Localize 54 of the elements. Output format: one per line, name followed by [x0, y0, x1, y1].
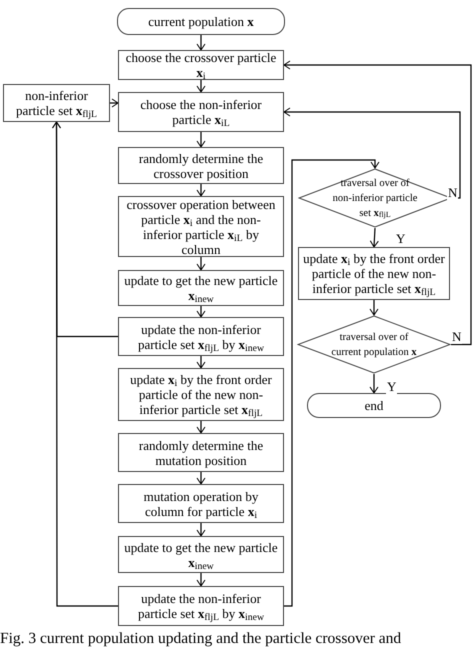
arrow [52, 122, 118, 607]
arrow [196, 257, 206, 270]
node-text: mutation operation by column for particle x$_{i}$ [142, 488, 260, 518]
terminal-box [307, 393, 441, 418]
process-box [118, 536, 284, 573]
arrow [196, 35, 206, 50]
node-text: update x$_{i}$ by the front order particle of the new non-inferior particle set x$_{fljL}$ [129, 372, 273, 417]
node-text: crossover operation between particle x$_{i}$ and the non-inferior particle x$_{iL}$ by column [126, 196, 276, 256]
process-box [118, 368, 284, 421]
arrow [196, 421, 206, 434]
node-text: non-inferior particle set x$_{fljL}$ [14, 88, 98, 118]
arrow [196, 472, 206, 484]
arrow [196, 306, 206, 318]
node-text: update x$_{i}$ by the front order particle of the new non-inferior particle set x$_{fljL}$ [302, 251, 446, 296]
arrow [196, 184, 206, 196]
edge-label: N [447, 186, 458, 200]
arrow [196, 523, 206, 536]
terminal-box [117, 8, 285, 35]
edge-label: N [451, 330, 462, 344]
arrow [370, 228, 379, 248]
process-box [118, 484, 284, 523]
edge-label: Y [386, 380, 398, 394]
node-text: update to get the new particle x$_{inew}$ [123, 540, 279, 570]
node-text: traversal over of current population x [330, 330, 418, 360]
node-text: update the non-inferior particle set x$_{fljL}$ by x$_{inew}$ [137, 591, 265, 621]
node-text: current population x [147, 14, 255, 29]
process-box [118, 270, 284, 306]
arrow [110, 98, 118, 108]
node-text: choose the crossover particle x$_{i}$ [124, 50, 278, 80]
arrow [284, 159, 380, 607]
node-text: update the non-inferior particle set x$_{fljL}$ by x$_{inew}$ [137, 322, 265, 352]
node-text: update to get the new particle x$_{inew}$ [123, 273, 279, 303]
arrow [284, 108, 461, 199]
process-box [118, 317, 284, 356]
node-text: traversal over of non-inferior particle set x$_{fljL}$ [332, 176, 418, 220]
arrow [196, 356, 206, 368]
decision-diamond [297, 315, 451, 374]
node-text: end [364, 398, 384, 413]
edge-label: Y [395, 232, 406, 246]
process-box [118, 92, 284, 132]
process-box [118, 433, 284, 472]
process-box [118, 147, 284, 184]
arrow [196, 573, 206, 586]
node-text: randomly determine the crossover position [138, 150, 264, 180]
arrow [370, 300, 378, 316]
node-text: choose the non-inferior particle x$_{iL}$ [139, 97, 263, 127]
process-box [118, 586, 284, 626]
caption: Fig. 3 current population updating and the particle crossover and [0, 629, 402, 649]
process-box [3, 84, 110, 122]
arrow [284, 60, 472, 346]
arrow [196, 132, 206, 148]
node-text: randomly determine the mutation position [138, 438, 264, 468]
arrow [196, 80, 206, 92]
arrow [370, 374, 378, 394]
